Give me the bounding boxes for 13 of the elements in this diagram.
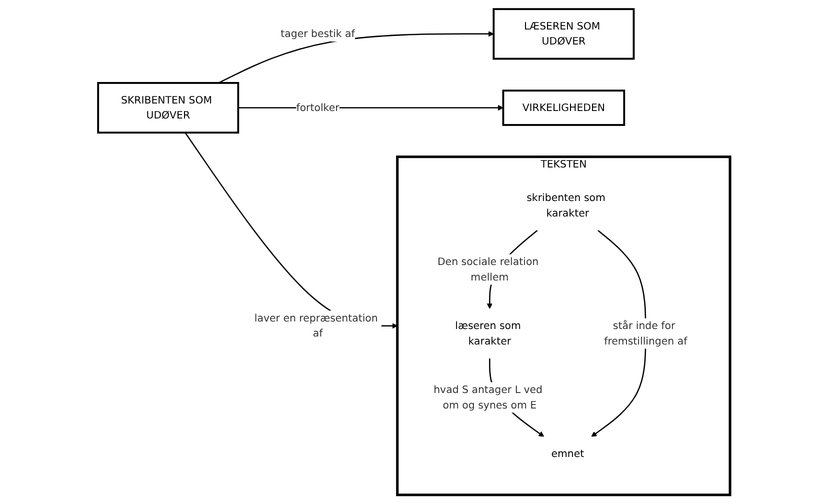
edge-label: fortolker — [296, 101, 340, 114]
edge-label: står inde for fremstillingen af — [604, 319, 688, 347]
edge-label: Den sociale relation mellem — [437, 255, 539, 283]
arrow — [218, 31, 494, 84]
node-text: læseren som karakter — [455, 319, 521, 347]
node-box: SKRIBENTEN SOM UDØVER — [97, 82, 240, 134]
node-text: skribenten som karakter — [526, 192, 606, 219]
edge-label: hvad S antager L ved om og synes om E — [434, 383, 542, 411]
node-box: VIRKELIGHEDEN — [502, 90, 626, 126]
node-box: LÆSEREN SOM UDØVER — [492, 8, 635, 60]
node-text: emnet — [551, 447, 584, 460]
edge-label: tager bestik af — [280, 28, 355, 40]
edge-label: laver en repræsentation af — [254, 312, 378, 340]
